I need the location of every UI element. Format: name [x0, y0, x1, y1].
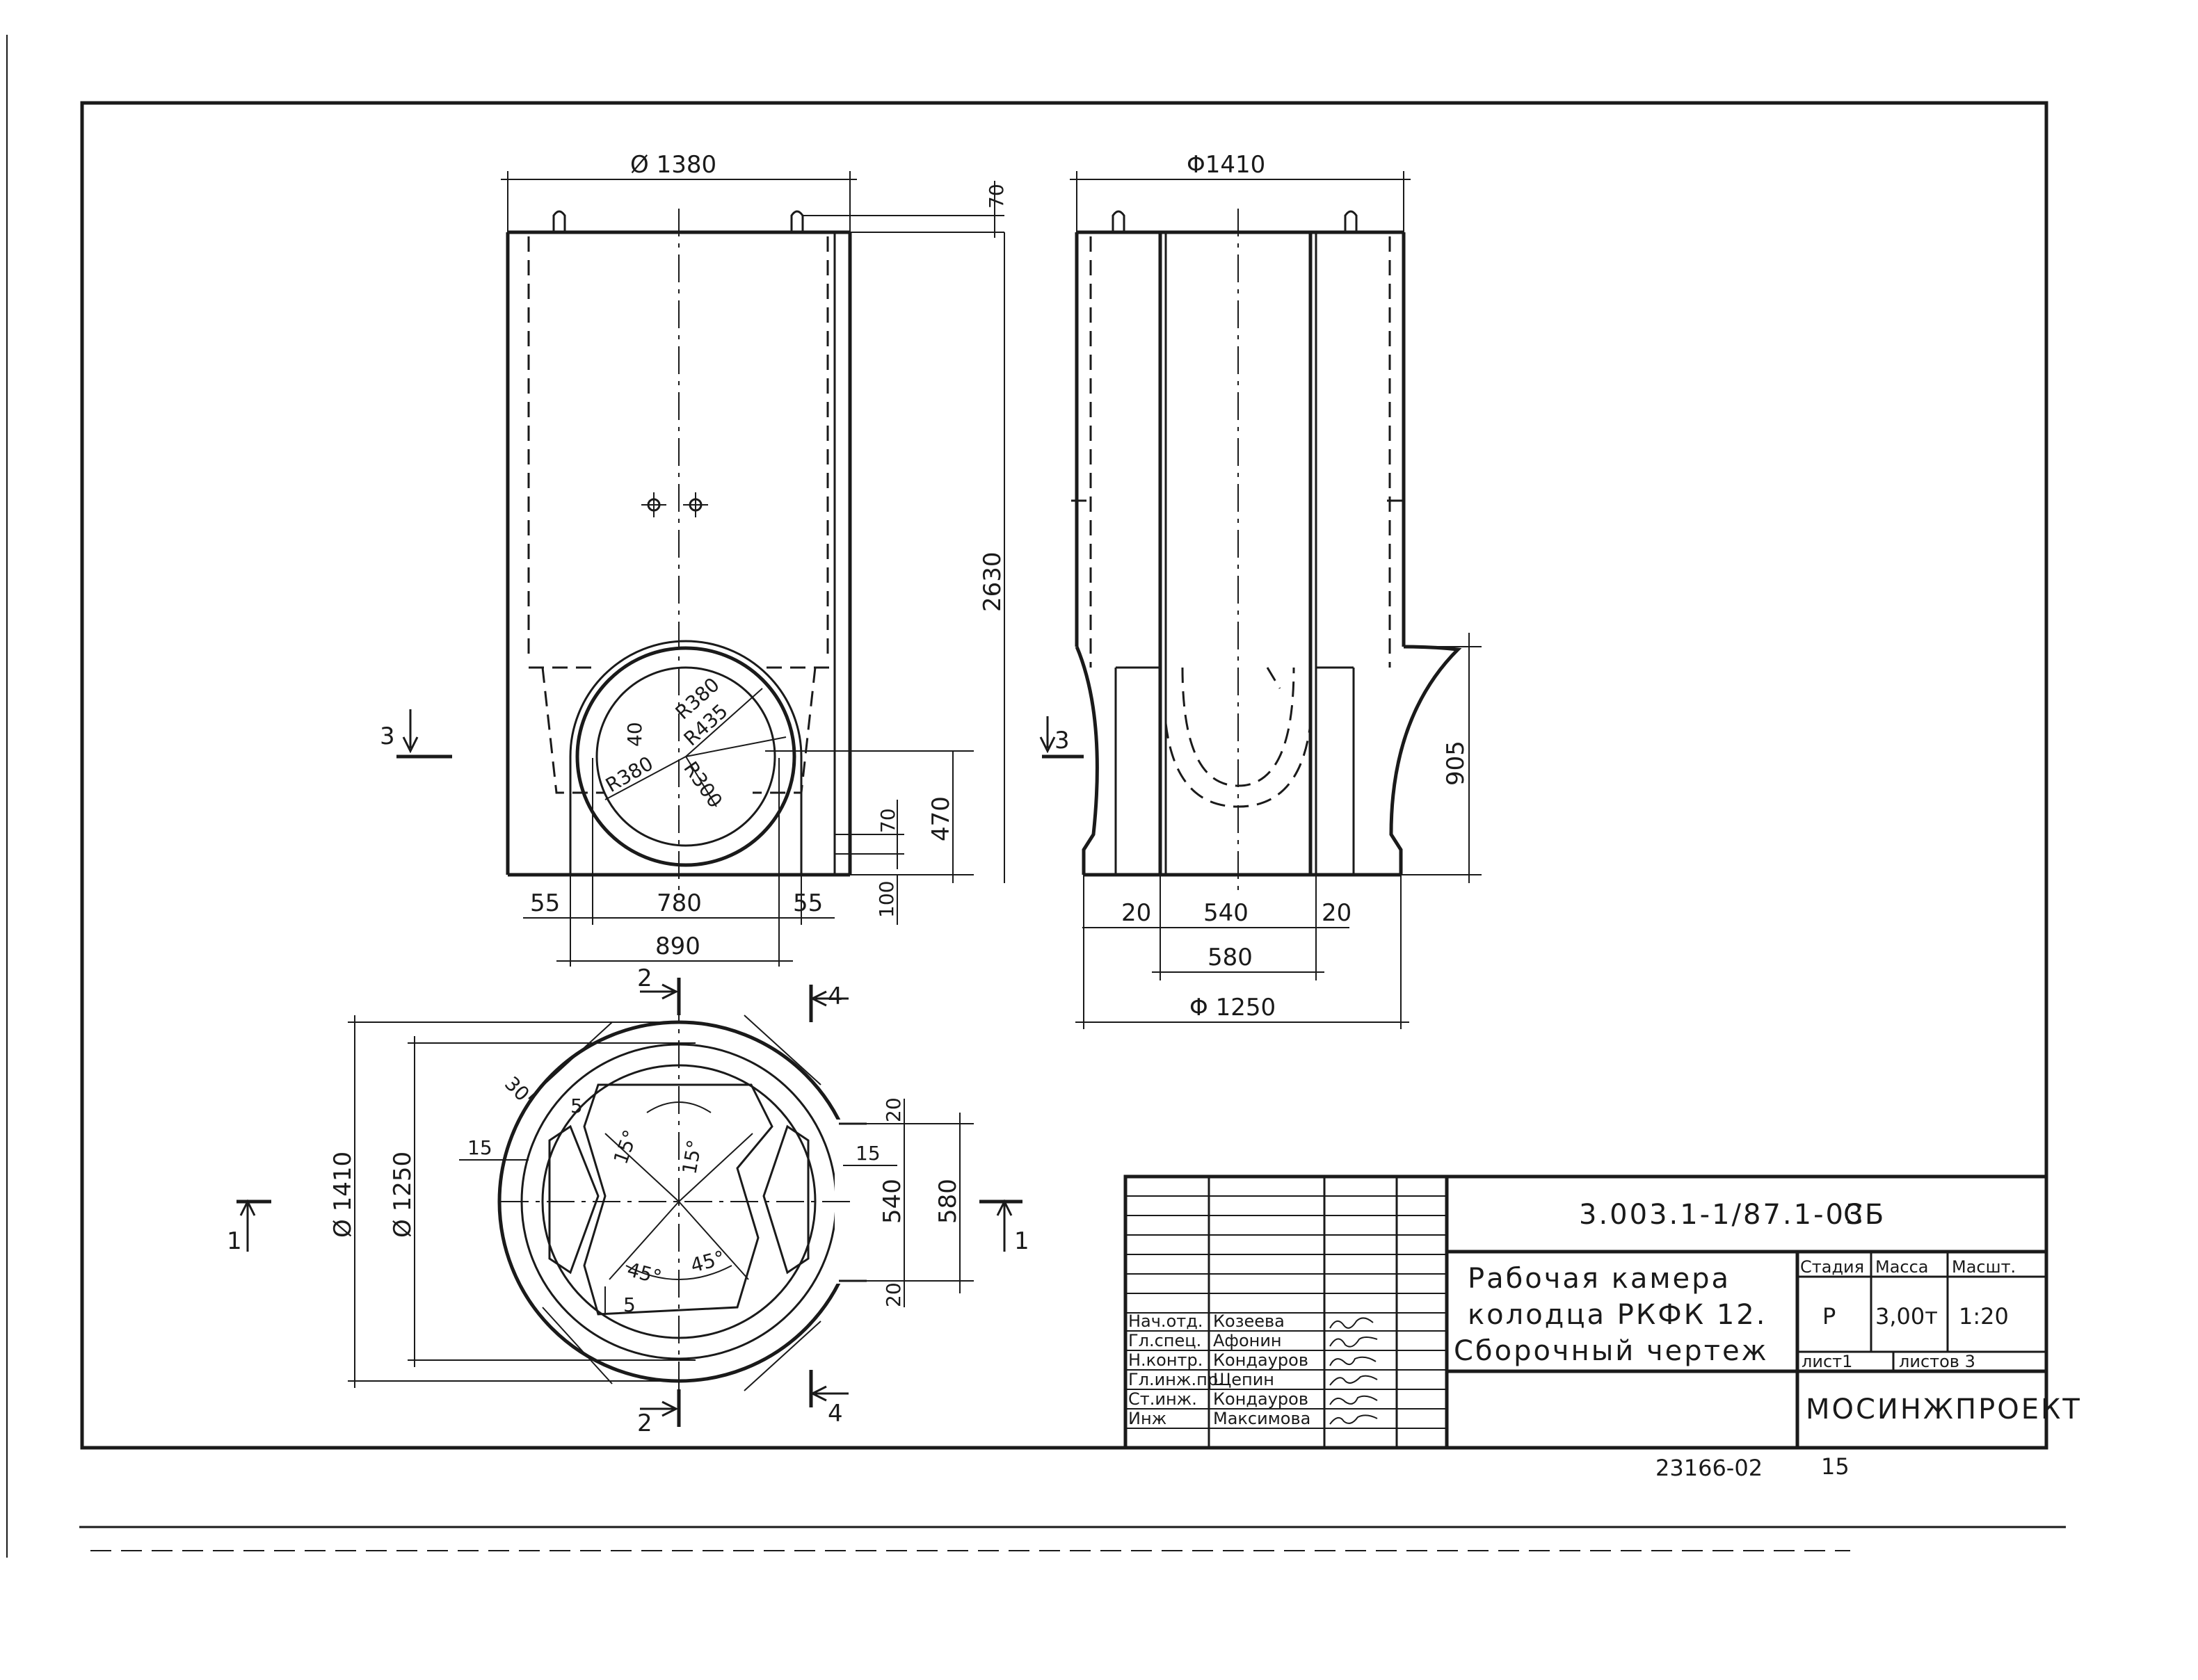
col-stage-header: Стадия — [1800, 1257, 1864, 1277]
dim-100: 100 — [875, 881, 898, 918]
dim-55-right: 55 — [793, 889, 823, 917]
dim-890: 890 — [655, 932, 700, 960]
sheet-number: лист1 — [1802, 1352, 1852, 1371]
plan-dim-20-bottom: 20 — [882, 1282, 905, 1307]
radius-small: R300 — [679, 757, 727, 812]
signatory-name: Кондауров — [1213, 1350, 1308, 1370]
side-elevation-dimensions: Φ1410 905 20 540 20 580 Φ 1250 3 — [1039, 151, 1482, 1029]
archive-number: 23166-02 — [1655, 1455, 1763, 1481]
title-line-3: Сборочный чертеж — [1454, 1335, 1769, 1367]
dim-40: 40 — [623, 722, 646, 747]
plan-section-mark-4-bottom: 4 — [828, 1400, 843, 1428]
organization: МОСИНЖПРОЕКТ — [1806, 1394, 2082, 1425]
signatory-role: Инж — [1128, 1409, 1166, 1428]
plan-section-mark-1-right: 1 — [1014, 1227, 1029, 1255]
plan-dim-outer-diameter: Ø 1410 — [329, 1152, 357, 1238]
plan-angle-15-right: 15° — [677, 1138, 706, 1177]
dim-55-left: 55 — [530, 889, 560, 917]
plan-section-mark-2-top: 2 — [637, 964, 652, 992]
side-elevation — [1071, 209, 1462, 890]
footer: 23166-02 15 — [1655, 1453, 1850, 1481]
signatory-name: Максимова — [1213, 1409, 1310, 1428]
col-mass-header: Масса — [1875, 1257, 1929, 1277]
section-mark-3-left: 3 — [380, 722, 395, 750]
signatory-role: Гл.спец. — [1128, 1331, 1201, 1350]
plan-angle-45-right: 45° — [688, 1246, 727, 1277]
document-suffix: СБ — [1843, 1199, 1886, 1231]
stage-value: Р — [1822, 1303, 1836, 1330]
section-mark-3-right: 3 — [1054, 727, 1070, 754]
dim-905: 905 — [1442, 741, 1470, 786]
plan-dim-15-right: 15 — [856, 1142, 881, 1165]
page-number: 15 — [1821, 1453, 1850, 1480]
plan-dim-inner-diameter: Ø 1250 — [389, 1152, 417, 1238]
sheets-total: листов 3 — [1899, 1352, 1975, 1371]
side-dim-top-diameter: Φ1410 — [1187, 151, 1265, 179]
plan-dim-540: 540 — [879, 1179, 906, 1224]
scale-value: 1:20 — [1959, 1303, 2009, 1330]
dim-780: 780 — [657, 889, 702, 917]
plan-section-mark-4-top: 4 — [828, 983, 843, 1010]
side-dim-580: 580 — [1208, 944, 1253, 971]
plan-angle-15-left: 15° — [609, 1126, 643, 1167]
side-dim-540: 540 — [1203, 899, 1249, 927]
side-dim-base-diameter: Φ 1250 — [1189, 994, 1276, 1021]
plan-angle-45-left: 45° — [625, 1258, 664, 1289]
plan-dim-20-top: 20 — [882, 1097, 905, 1122]
signatory-role: Гл.инж.пр. — [1128, 1370, 1224, 1389]
front-elevation — [506, 209, 1004, 890]
plan-dim-15-left: 15 — [467, 1136, 492, 1159]
side-dim-20-left: 20 — [1121, 899, 1151, 927]
plan-view — [497, 994, 867, 1419]
title-line-2: колодца РКФК 12. — [1468, 1299, 1767, 1331]
title-line-1: Рабочая камера — [1468, 1263, 1731, 1295]
plan-section-mark-1-left: 1 — [227, 1227, 242, 1255]
dim-height: 2630 — [979, 551, 1006, 612]
signatory-role: Ст.инж. — [1128, 1389, 1197, 1409]
dim-top-diameter: Ø 1380 — [630, 151, 716, 179]
signatory-name: Кондауров — [1213, 1389, 1308, 1409]
radius-left: R380 — [602, 752, 657, 797]
mass-value: 3,00т — [1875, 1303, 1938, 1330]
side-dim-20-right: 20 — [1322, 899, 1351, 927]
plan-section-mark-2-bottom: 2 — [637, 1410, 652, 1437]
signatory-role: Н.контр. — [1128, 1350, 1203, 1370]
plan-dim-5-top: 5 — [570, 1095, 583, 1117]
signatory-name: Козеева — [1213, 1311, 1285, 1331]
dim-470: 470 — [927, 796, 955, 841]
signatory-role: Нач.отд. — [1128, 1311, 1203, 1331]
plan-dimensions: Ø 1410 Ø 1250 30 5 15 15 15° 15° 45° 45°… — [227, 964, 1029, 1437]
plan-dim-580: 580 — [934, 1179, 962, 1224]
signatory-name: Афонин — [1213, 1331, 1282, 1350]
col-scale-header: Масшт. — [1952, 1257, 2016, 1277]
signatory-name: Щепин — [1213, 1370, 1274, 1389]
dim-top-offset: 70 — [985, 184, 1008, 209]
dim-70: 70 — [876, 808, 899, 833]
document-code: 3.003.1-1/87.1-03 — [1579, 1199, 1865, 1231]
plan-dim-5-bottom: 5 — [623, 1293, 636, 1316]
title-block: 3.003.1-1/87.1-03 СБ Рабочая камера коло… — [1123, 1174, 2082, 1450]
sheet-frame — [6, 35, 2066, 1558]
